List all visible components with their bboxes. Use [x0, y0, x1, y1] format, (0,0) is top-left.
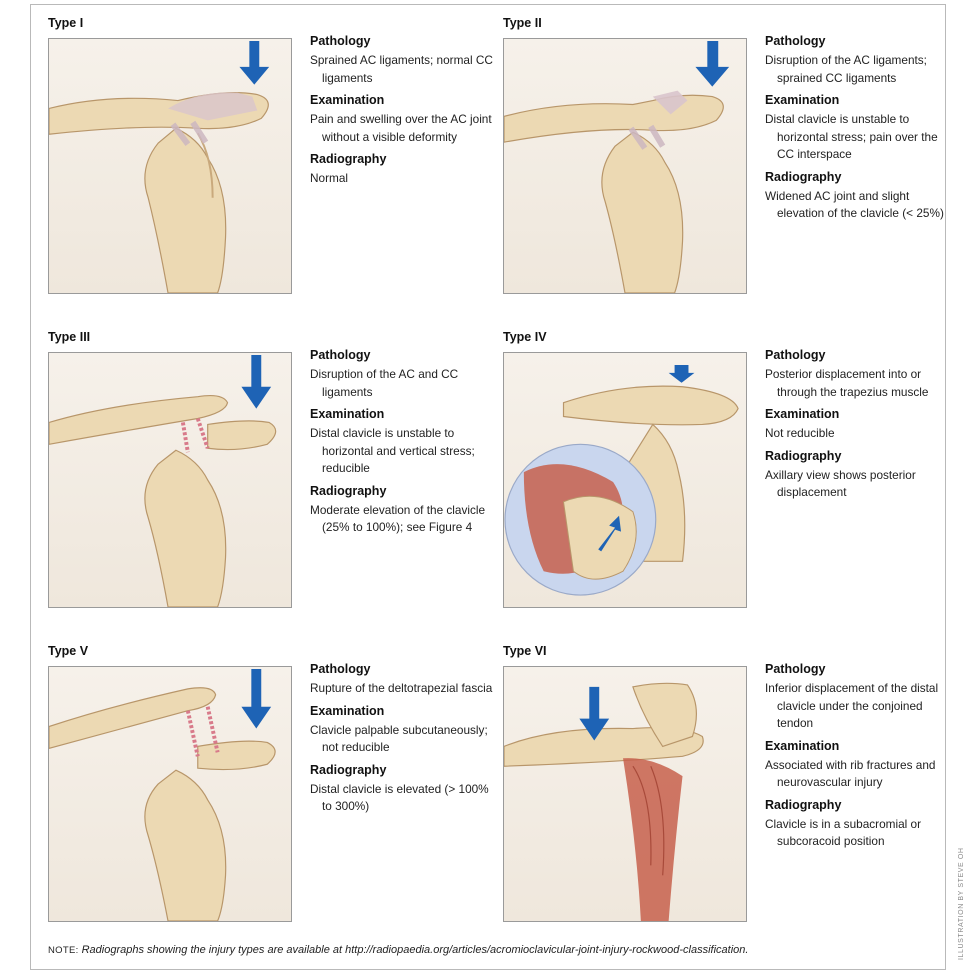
type-title: Type IV — [503, 330, 547, 344]
arrow-icon — [579, 686, 610, 741]
shoulder-drawing — [504, 41, 730, 293]
arrow-icon — [239, 41, 270, 85]
description: Pathology Sprained AC ligaments; normal … — [310, 34, 500, 194]
pathology-text: Posterior displacement into or through t… — [765, 367, 929, 399]
panel-type-ii: Type II Pathology Disruption of the AC l… — [503, 16, 944, 316]
illustration-credit: ILLUSTRATION BY STEVE OH — [958, 847, 965, 960]
examination-heading: Examination — [310, 703, 385, 718]
shoulder-illustration — [48, 666, 292, 922]
arrow-icon — [241, 669, 272, 729]
examination-text: Associated with rib fractures and neurov… — [765, 757, 936, 790]
description: Pathology Inferior displacement of the d… — [765, 662, 955, 857]
pathology-text: Sprained AC ligaments; normal CC ligamen… — [310, 53, 493, 85]
arrow-icon — [241, 355, 272, 409]
pathology-heading: Pathology — [765, 348, 826, 362]
arrow-icon — [695, 41, 730, 87]
examination-text: Not reducible — [765, 426, 835, 440]
type-title: Type V — [48, 644, 89, 658]
radiography-heading: Radiography — [310, 152, 387, 166]
examination-heading: Examination — [310, 407, 385, 421]
radiography-heading: Radiography — [310, 762, 387, 777]
pathology-heading: Pathology — [310, 662, 371, 676]
shoulder-drawing — [504, 364, 739, 596]
examination-heading: Examination — [310, 93, 385, 107]
panel-type-vi: Type VI Pathology Inferior displacement … — [503, 644, 943, 944]
note-label: NOTE: — [48, 945, 79, 956]
panel-type-iii: Type III Pathology Disruption of the AC … — [48, 330, 488, 630]
description: Pathology Rupture of the deltotrapezial … — [310, 662, 500, 822]
radiography-text: Distal clavicle is elevated (> 100% to 3… — [310, 781, 489, 814]
panel-type-i: Type I Pathology Sprained AC ligaments; … — [48, 16, 493, 316]
radiography-heading: Radiography — [765, 448, 842, 463]
shoulder-illustration — [503, 666, 747, 922]
description: Pathology Disruption of the AC and CC li… — [310, 348, 500, 543]
pathology-heading: Pathology — [765, 662, 826, 676]
examination-text: Distal clavicle is unstable to horizonta… — [765, 112, 938, 161]
panel-type-iv: Type IV Pathology Posterior displacement… — [503, 330, 943, 630]
shoulder-drawing — [504, 682, 704, 921]
pathology-text: Disruption of the AC ligaments; sprained… — [765, 53, 927, 85]
examination-text: Distal clavicle is unstable to horizonta… — [310, 426, 475, 475]
panel-type-v: Type V Pathology Rupture of the deltotra… — [48, 644, 492, 944]
shoulder-drawing — [49, 669, 276, 921]
shoulder-illustration — [503, 38, 747, 294]
radiography-text: Normal — [310, 171, 349, 185]
pathology-heading: Pathology — [310, 34, 371, 48]
radiography-heading: Radiography — [765, 169, 842, 184]
radiography-text: Widened AC joint and slight elevation of… — [765, 188, 944, 221]
examination-heading: Examination — [765, 407, 840, 421]
radiography-heading: Radiography — [765, 797, 842, 812]
pathology-text: Rupture of the deltotrapezial fascia — [310, 681, 493, 695]
note-text: Radiographs showing the injury types are… — [81, 944, 749, 956]
examination-text: Clavicle palpable subcutaneously; not re… — [310, 722, 488, 755]
radiography-text: Moderate elevation of the clavicle (25% … — [310, 502, 486, 535]
radiography-text: Clavicle is in a subacromial or subcorac… — [765, 816, 922, 849]
pathology-text: Inferior displacement of the distal clav… — [765, 681, 939, 730]
arrow-icon — [668, 364, 695, 383]
footnote: NOTE: Radiographs showing the injury typ… — [48, 944, 748, 956]
examination-heading: Examination — [765, 93, 840, 107]
pathology-text: Disruption of the AC and CC ligaments — [310, 367, 459, 399]
radiography-text: Axillary view shows posterior displaceme… — [765, 467, 916, 500]
examination-text: Pain and swelling over the AC joint with… — [310, 112, 492, 144]
shoulder-illustration — [503, 352, 747, 608]
type-title: Type II — [503, 16, 542, 30]
type-title: Type VI — [503, 644, 547, 658]
type-title: Type I — [48, 16, 84, 30]
pathology-heading: Pathology — [310, 348, 371, 362]
arrow-icon — [598, 515, 622, 552]
pathology-heading: Pathology — [765, 34, 826, 48]
description: Pathology Disruption of the AC ligaments… — [765, 34, 955, 229]
radiography-heading: Radiography — [310, 483, 387, 498]
description: Pathology Posterior displacement into or… — [765, 348, 955, 508]
type-title: Type III — [48, 330, 91, 344]
examination-heading: Examination — [765, 738, 840, 753]
shoulder-drawing — [49, 355, 277, 607]
shoulder-illustration — [48, 352, 292, 608]
shoulder-drawing — [49, 41, 270, 293]
shoulder-illustration — [48, 38, 292, 294]
